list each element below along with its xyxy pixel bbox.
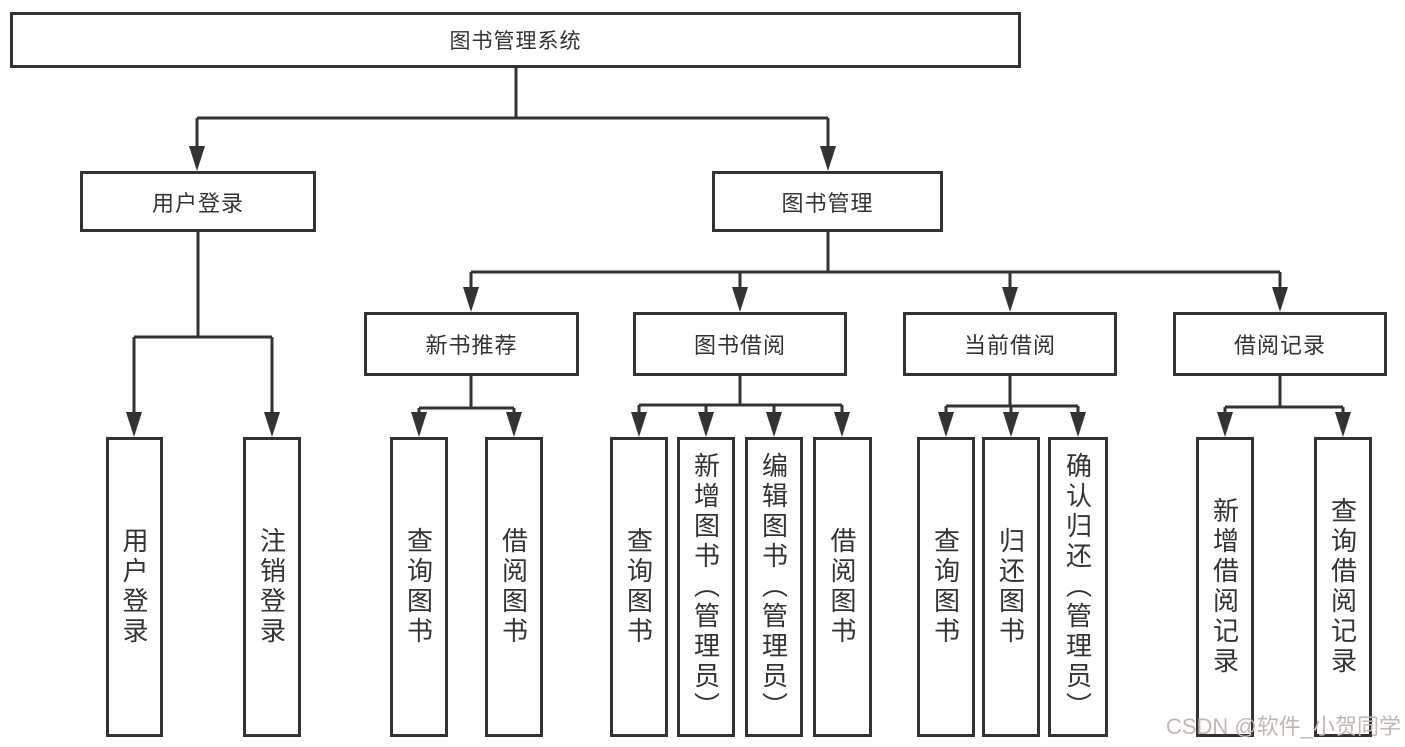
leaf-cb-query-books: 查询图书 — [917, 437, 975, 737]
node-borrow-records: 借阅记录 — [1173, 312, 1387, 376]
node-current-borrow: 当前借阅 — [903, 312, 1117, 376]
leaf-logout: 注销登录 — [243, 437, 301, 737]
leaf-br-add-borrow-record: 新增借阅记录 — [1196, 437, 1254, 737]
leaf-cb-return-books: 归还图书 — [982, 437, 1040, 737]
leaf-cb-confirm-return-admin-label: 确认归还（管理员） — [1062, 452, 1093, 722]
leaf-bb-add-book-admin: 新增图书（管理员） — [677, 437, 735, 737]
leaf-bb-edit-book-admin-label: 编辑图书（管理员） — [758, 452, 789, 722]
leaf-nb-borrow-books: 借阅图书 — [485, 437, 543, 737]
leaf-br-add-borrow-record-label: 新增借阅记录 — [1209, 497, 1240, 677]
node-book-management: 图书管理 — [712, 171, 943, 232]
leaf-nb-query-books-label: 查询图书 — [403, 527, 434, 647]
leaf-bb-query-books-label: 查询图书 — [623, 527, 654, 647]
leaf-bb-borrow-books: 借阅图书 — [813, 437, 872, 737]
leaf-user-login-label: 用户登录 — [119, 527, 149, 647]
leaf-logout-label: 注销登录 — [256, 527, 287, 647]
leaf-cb-query-books-label: 查询图书 — [930, 527, 961, 647]
leaf-nb-borrow-books-label: 借阅图书 — [498, 527, 529, 647]
leaf-br-query-borrow-record-label: 查询借阅记录 — [1327, 497, 1358, 677]
leaf-bb-add-book-admin-label: 新增图书（管理员） — [690, 452, 721, 722]
node-new-book-recommend: 新书推荐 — [364, 312, 579, 376]
node-root: 图书管理系统 — [10, 12, 1021, 68]
leaf-cb-return-books-label: 归还图书 — [995, 527, 1026, 647]
leaf-user-login: 用户登录 — [106, 437, 163, 737]
csdn-watermark: CSDN @软件_小贺同学 — [1165, 714, 1401, 739]
leaf-bb-borrow-books-label: 借阅图书 — [827, 527, 857, 647]
leaf-bb-query-books: 查询图书 — [610, 437, 668, 737]
leaf-br-query-borrow-record: 查询借阅记录 — [1314, 437, 1372, 737]
leaf-nb-query-books: 查询图书 — [390, 437, 448, 737]
node-user-login: 用户登录 — [80, 171, 316, 232]
node-book-borrow: 图书借阅 — [633, 312, 847, 376]
leaf-bb-edit-book-admin: 编辑图书（管理员） — [745, 437, 803, 737]
leaf-cb-confirm-return-admin: 确认归还（管理员） — [1048, 437, 1108, 737]
